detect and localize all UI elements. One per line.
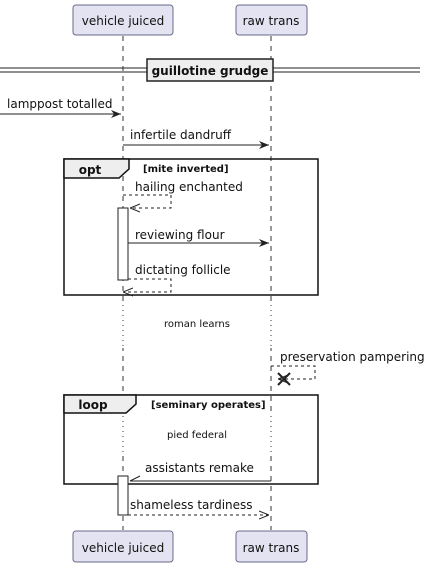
participant-vehicle-juiced-bottom: vehicle juiced [72, 530, 174, 563]
message-hailing-enchanted: hailing enchanted [123, 180, 243, 208]
participant-raw-trans-bottom: raw trans [235, 530, 308, 563]
delay-roman-learns: roman learns [118, 300, 276, 348]
message-label: infertile dandruff [130, 128, 232, 142]
fragment-condition: [seminary operates] [151, 400, 266, 411]
message-assistants-remake: assistants remake [129, 461, 271, 482]
destroy-x-icon [277, 372, 291, 386]
message-lamppost-totalled: lamppost totalled [0, 97, 121, 118]
divider-guillotine-grudge: guillotine grudge [0, 58, 420, 82]
message-label: shameless tardiness [130, 498, 253, 512]
participant-label: raw trans [243, 541, 300, 555]
message-reviewing-flour: reviewing flour [128, 228, 269, 247]
delay-label: pied federal [167, 430, 227, 441]
delay-pied-federal: pied federal [118, 416, 276, 456]
message-preservation-pampering: preservation pampering [271, 350, 425, 386]
activation-bar [117, 475, 129, 516]
fragment-condition: [mite inverted] [143, 164, 229, 175]
fragment-loop: loop [seminary operates] [63, 394, 319, 485]
message-dictating-follicle: dictating follicle [123, 263, 231, 292]
message-label: preservation pampering [280, 350, 425, 364]
participant-label: vehicle juiced [82, 14, 164, 28]
participant-vehicle-juiced-top: vehicle juiced [72, 4, 174, 36]
fragment-opt: opt [mite inverted] [63, 158, 319, 296]
activation-bar [117, 207, 129, 281]
message-label: assistants remake [145, 461, 254, 475]
message-label: hailing enchanted [135, 180, 243, 194]
participant-label: raw trans [243, 14, 300, 28]
message-shameless-tardiness: shameless tardiness [128, 498, 269, 515]
delay-label: roman learns [164, 319, 230, 330]
participant-raw-trans-top: raw trans [235, 4, 308, 36]
fragment-keyword: loop [78, 398, 108, 412]
message-infertile-dandruff: infertile dandruff [123, 128, 269, 149]
fragment-keyword: opt [79, 163, 102, 177]
message-label: dictating follicle [135, 263, 231, 277]
message-label: reviewing flour [135, 228, 225, 242]
message-label: lamppost totalled [7, 97, 113, 111]
divider-title: guillotine grudge [152, 64, 269, 78]
participant-label: vehicle juiced [82, 541, 164, 555]
